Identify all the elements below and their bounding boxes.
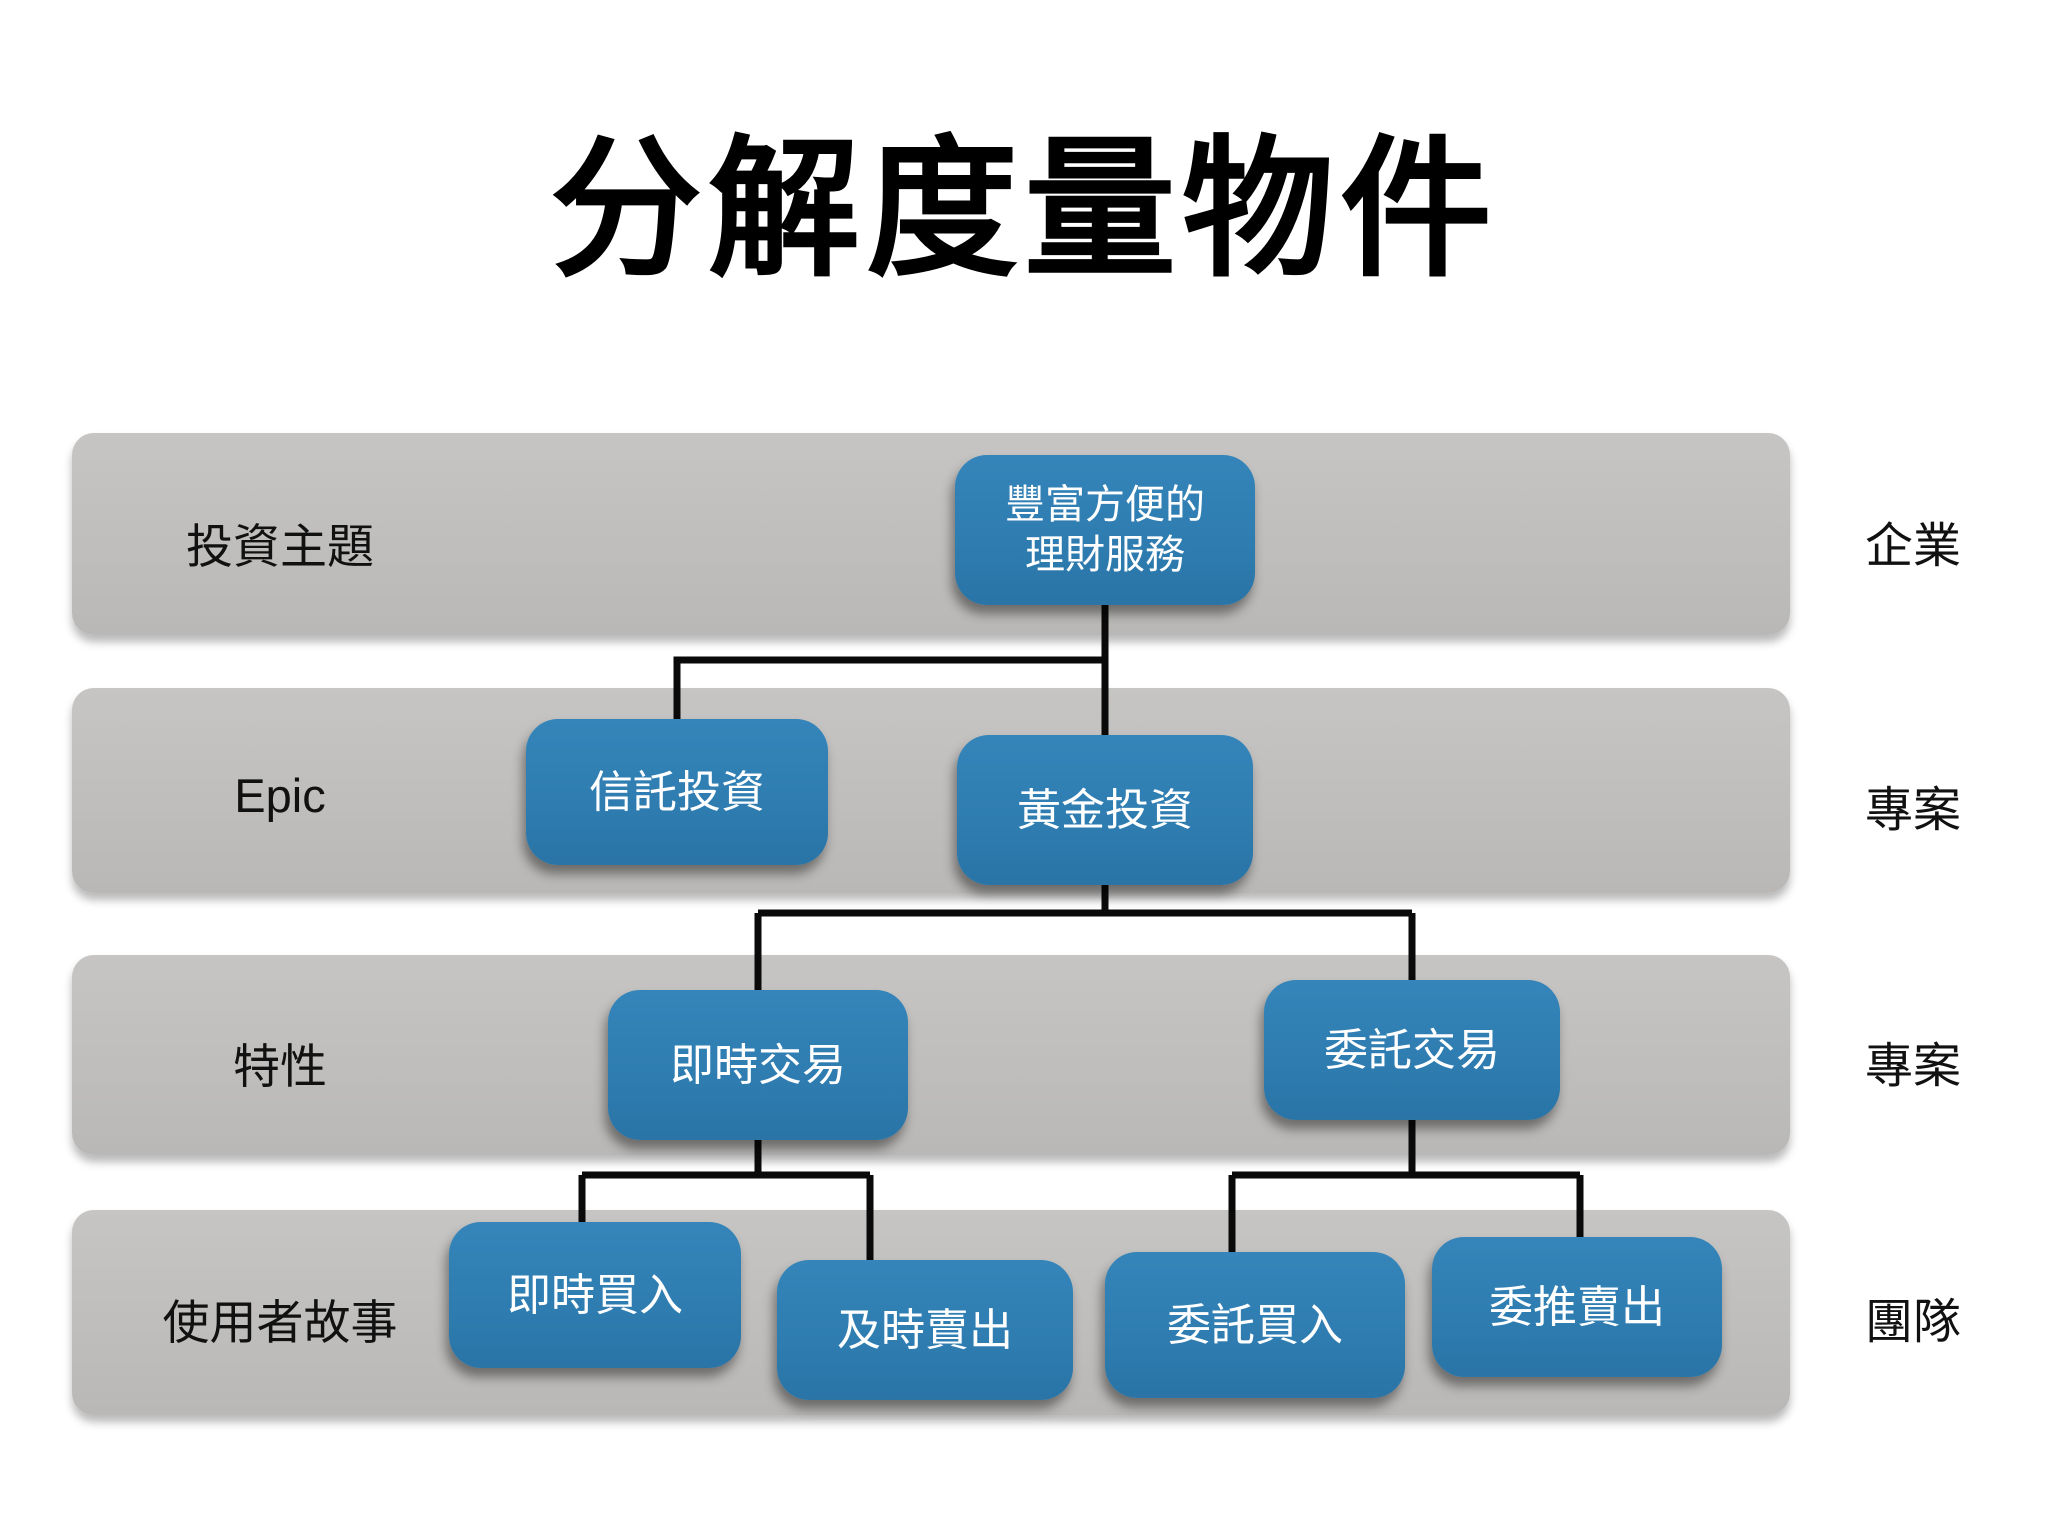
node-feature-delegate-trade: 委託交易 — [1264, 980, 1560, 1120]
connector-instant-to-stories — [578, 1138, 874, 1263]
band-epic — [72, 688, 1790, 893]
node-epic-trust-investment: 信託投資 — [526, 719, 828, 865]
org-label-team: 團隊 — [1864, 1296, 1961, 1349]
node-epic-gold-investment: 黃金投資 — [957, 735, 1253, 885]
level-label-user-story: 使用者故事 — [162, 1296, 398, 1349]
connector-theme-to-epics — [673, 600, 1109, 738]
node-story-delegate-buy: 委託買入 — [1105, 1252, 1405, 1398]
level-label-epic: Epic — [234, 769, 326, 822]
org-label-project-epic: 專案 — [1864, 784, 1961, 837]
connector-gold-to-features — [754, 882, 1416, 993]
level-label-feature: 特性 — [233, 1040, 327, 1093]
level-label-investment-theme: 投資主題 — [186, 520, 374, 573]
org-label-project-feature: 專案 — [1864, 1040, 1961, 1093]
node-feature-instant-trade: 即時交易 — [608, 990, 908, 1140]
node-story-instant-sell: 及時賣出 — [777, 1260, 1073, 1400]
node-story-delegate-sell: 委推賣出 — [1432, 1237, 1722, 1377]
node-theme: 豐富方便的 理財服務 — [955, 455, 1255, 605]
node-story-instant-buy: 即時買入 — [449, 1222, 741, 1368]
page-title: 分解度量物件 — [550, 127, 1498, 295]
connector-delegate-to-stories — [1228, 1118, 1584, 1255]
band-investment-theme — [72, 433, 1790, 635]
org-label-enterprise: 企業 — [1864, 520, 1961, 573]
